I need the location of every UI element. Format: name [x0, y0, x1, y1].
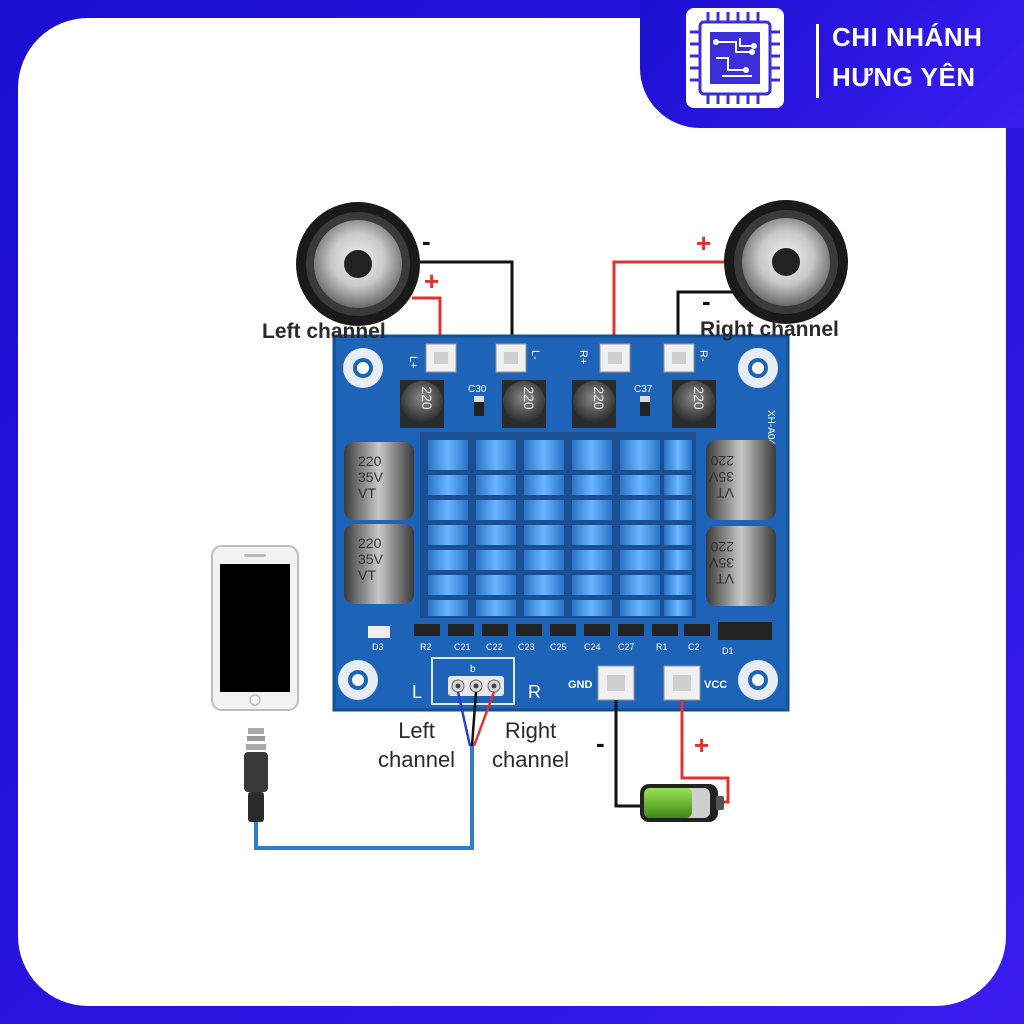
board-model-mark: XH-A04	[765, 410, 776, 445]
label-c21: C21	[454, 642, 471, 652]
smd-capacitors: 220 220 220 220	[400, 380, 716, 428]
audio-input-header: b L R	[412, 657, 541, 705]
cap-value: 220	[521, 386, 537, 410]
ground-input-wire	[470, 691, 478, 747]
right-speaker-label: Right channel	[700, 318, 839, 341]
cap-value: 220	[591, 386, 607, 410]
svg-text:220: 220	[358, 535, 382, 551]
input-left-channel-label: Left channel	[378, 716, 455, 774]
electrolytic-capacitors: 220 35V VT 220 35V VT 220 35V VT 220 35V…	[344, 440, 776, 606]
svg-text:220: 220	[710, 453, 734, 469]
svg-text:35V: 35V	[708, 469, 734, 485]
brand-logo	[686, 8, 784, 108]
svg-text:220: 220	[710, 539, 734, 555]
label-c23: C23	[518, 642, 535, 652]
audio-input-wires	[254, 691, 496, 850]
svg-text:VT: VT	[358, 567, 376, 583]
input-label-l: L	[412, 682, 422, 702]
left-negative-wire	[414, 260, 514, 356]
svg-text:35V: 35V	[358, 551, 384, 567]
label-c37: C37	[634, 384, 653, 395]
cap-value: 220	[691, 386, 707, 410]
left-speaker-label: Left channel	[262, 320, 386, 343]
svg-text:VT: VT	[716, 485, 734, 501]
left-input-wire	[456, 691, 472, 747]
input-right-line1: Right	[504, 718, 557, 743]
svg-text:VT: VT	[716, 571, 734, 587]
brand-name-line2: HƯNG YÊN	[832, 62, 976, 92]
svg-text:VT: VT	[358, 485, 376, 501]
terminal-label-l-minus: L-	[529, 350, 541, 360]
label-c2: C2	[688, 642, 700, 652]
input-mark: b	[470, 664, 476, 675]
left-positive-sign: +	[424, 266, 440, 296]
label-r2: R2	[420, 642, 432, 652]
brand-divider	[816, 24, 819, 98]
audio-jack-plug	[244, 728, 268, 822]
label-d1: D1	[722, 646, 734, 656]
input-left-line1: Left	[398, 718, 435, 743]
battery-negative-sign: -	[596, 728, 605, 758]
terminal-label-l-plus: L+	[407, 356, 419, 369]
cap-value: 220	[419, 386, 435, 410]
label-d3: D3	[372, 642, 384, 652]
label-c24: C24	[584, 642, 601, 652]
gnd-label: GND	[568, 679, 593, 691]
right-positive-sign: +	[696, 228, 712, 258]
output-terminals	[425, 343, 695, 373]
right-positive-wire	[612, 260, 736, 356]
terminal-label-r-plus: R+	[577, 350, 589, 364]
mounting-holes	[338, 348, 778, 700]
right-speaker	[724, 200, 848, 324]
battery	[640, 784, 724, 822]
input-left-line2: channel	[378, 747, 456, 772]
right-negative-sign: -	[702, 286, 711, 316]
circuit-chip-icon	[690, 12, 780, 104]
input-label-r: R	[528, 682, 541, 702]
svg-text:35V: 35V	[358, 469, 384, 485]
terminal-label-r-minus: R-	[697, 350, 709, 362]
label-c30: C30	[468, 384, 487, 395]
brand-name-line1: CHI NHÁNH	[832, 22, 983, 52]
smd-component-row	[368, 622, 772, 640]
amplifier-board: L+ L- R+ R- C30 C37 XH-A04 220 220 220 2…	[332, 334, 790, 712]
svg-text:220: 220	[358, 453, 382, 469]
svg-text:35V: 35V	[708, 555, 734, 571]
audio-cable	[254, 746, 474, 850]
power-terminals: GND VCC	[568, 665, 727, 701]
label-c27: C27	[618, 642, 635, 652]
smartphone	[211, 545, 299, 711]
gnd-wire	[614, 700, 642, 808]
label-c22: C22	[486, 642, 503, 652]
left-negative-sign: -	[422, 226, 431, 256]
right-input-wire	[472, 691, 496, 747]
battery-positive-sign: +	[694, 730, 710, 760]
label-c25: C25	[550, 642, 567, 652]
label-r1: R1	[656, 642, 668, 652]
heatsink	[420, 432, 696, 618]
left-speaker	[296, 202, 420, 326]
vcc-label: VCC	[704, 679, 727, 691]
speaker-wires	[412, 260, 748, 356]
input-right-channel-label: Right channel	[492, 716, 569, 774]
input-right-line2: channel	[492, 747, 570, 772]
